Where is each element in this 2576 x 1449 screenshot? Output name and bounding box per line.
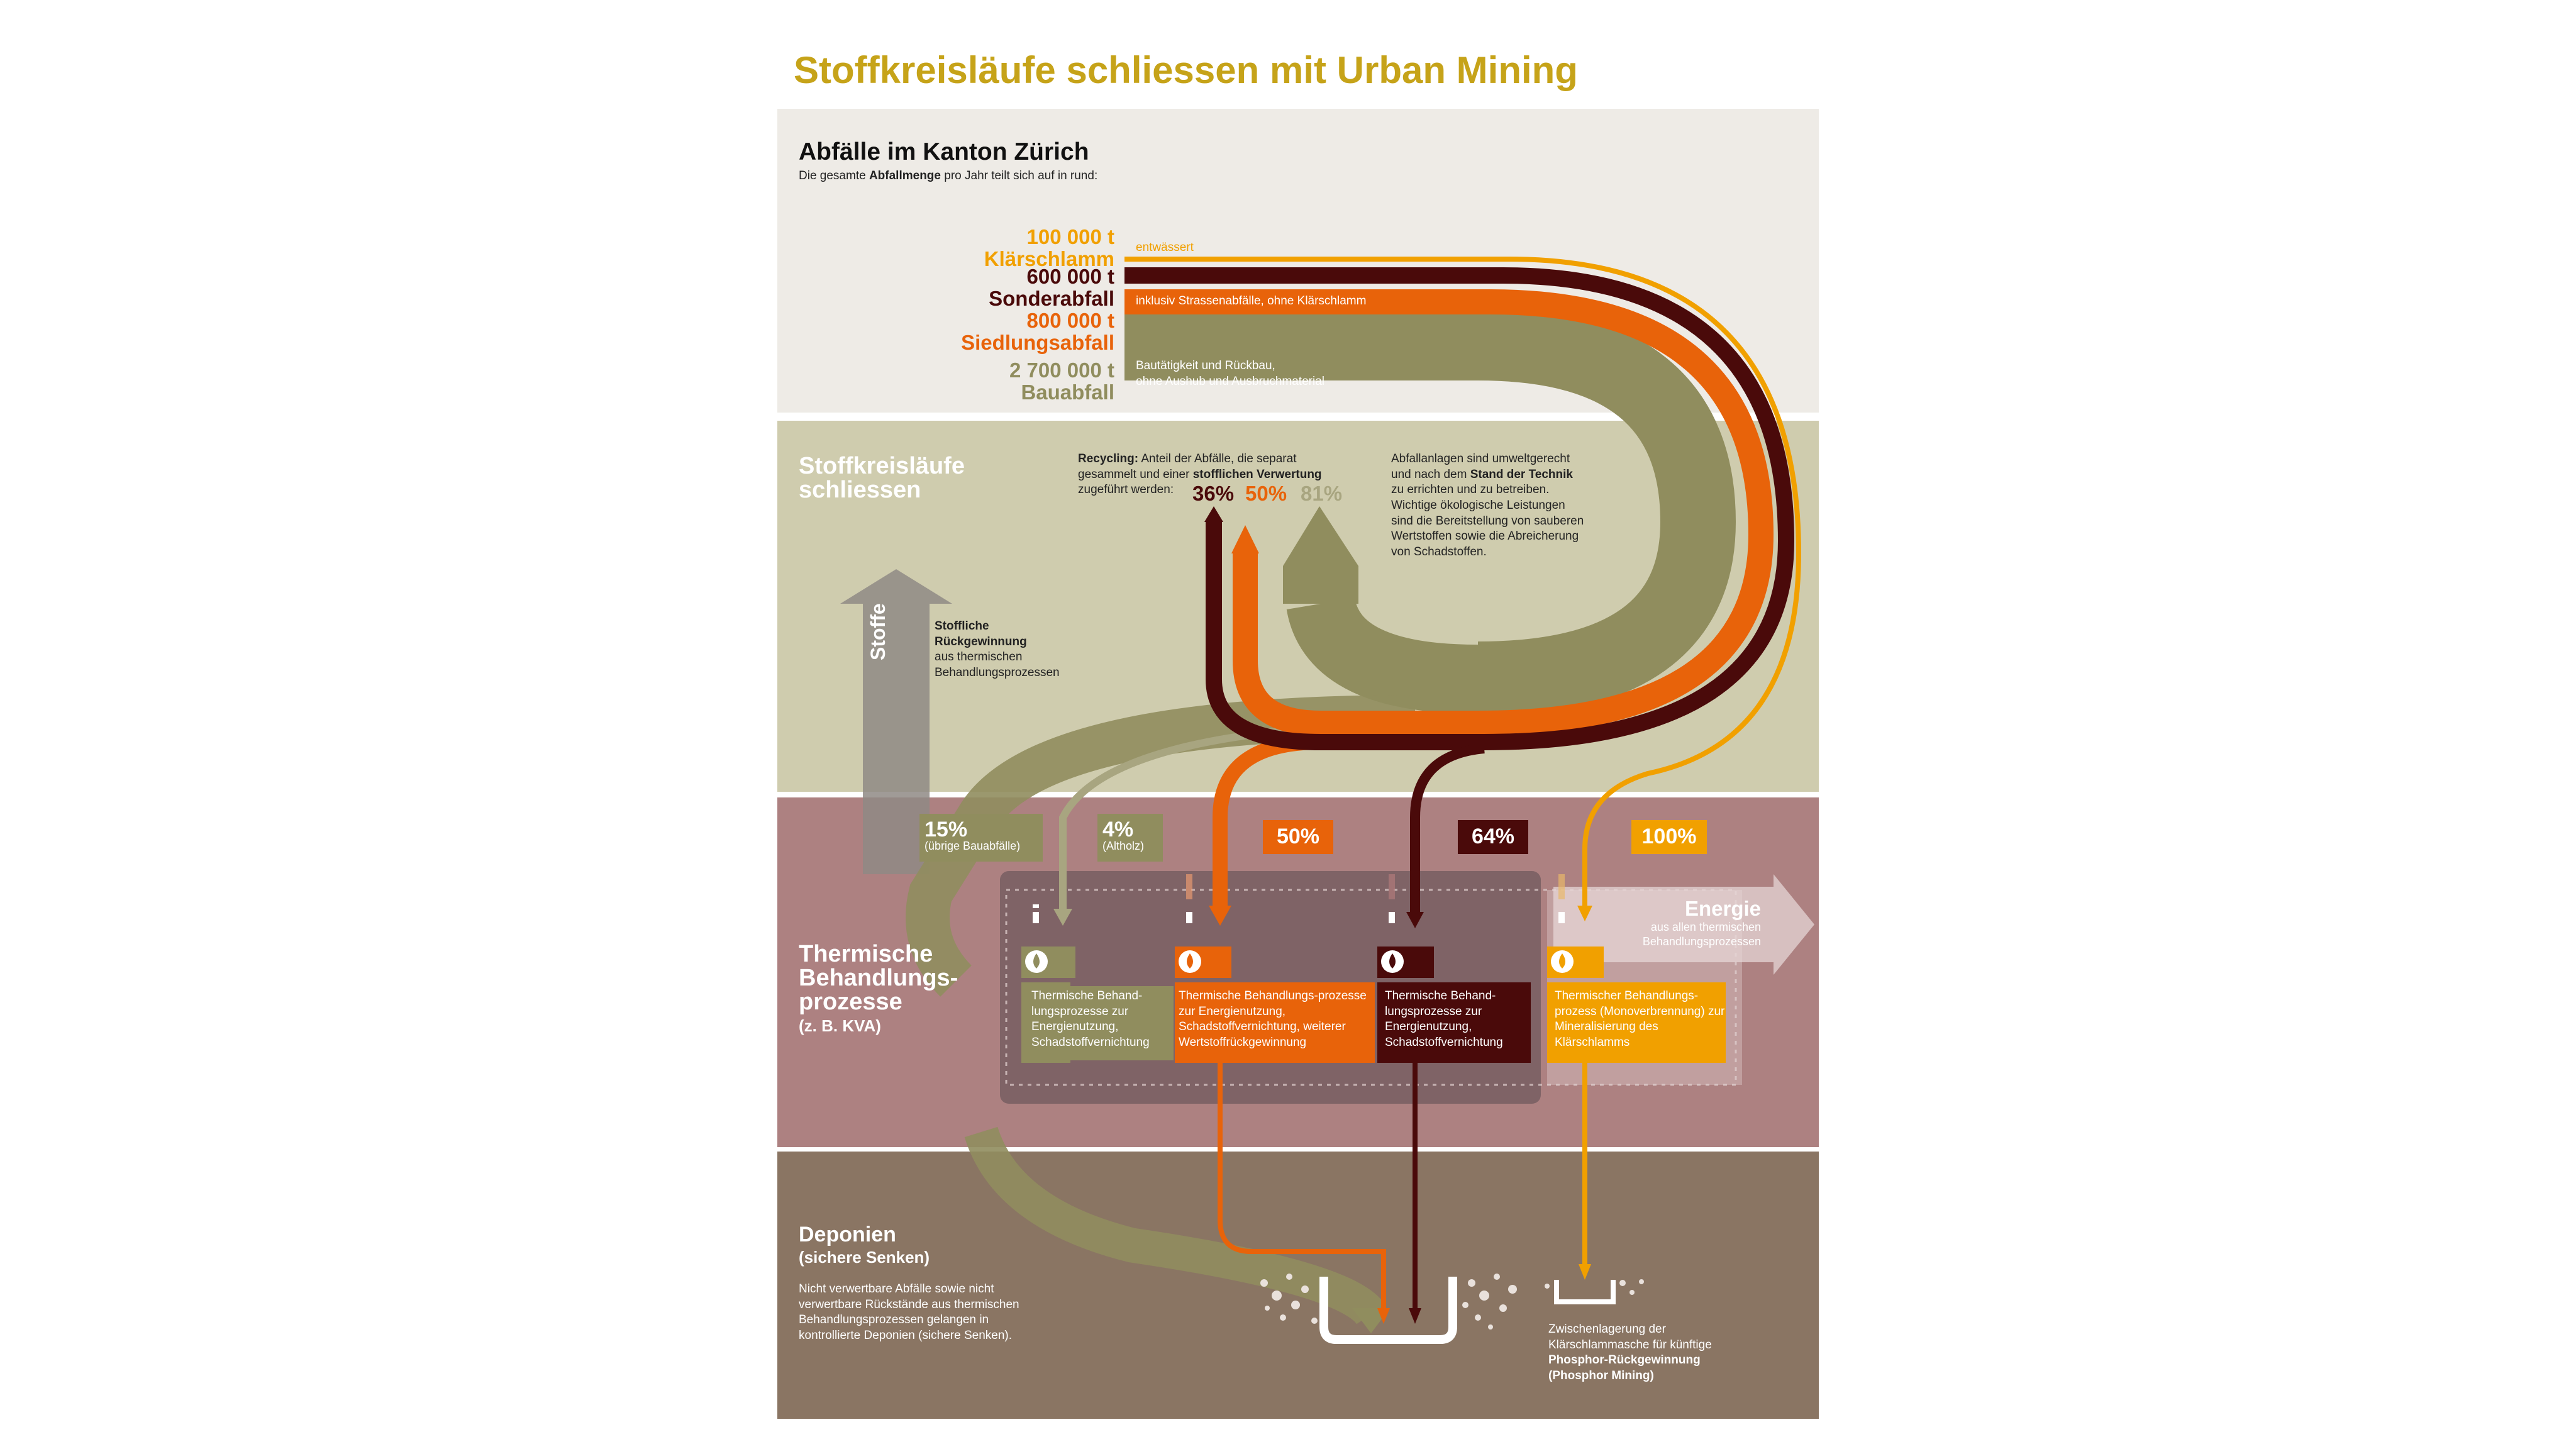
chimney-icons <box>1033 874 1565 923</box>
process-text-klaer: Thermischer Behandlungs-prozess (Monover… <box>1555 989 1725 1050</box>
badge-bg-50 <box>1263 820 1333 854</box>
section1-title: Abfälle im Kanton Zürich <box>799 138 1089 165</box>
badge-50: 50% <box>1276 824 1320 848</box>
note-klaerschlamm: entwässert <box>1136 241 1194 254</box>
badge-bg-100 <box>1631 820 1707 854</box>
pct-bau: 81% <box>1301 482 1343 505</box>
note-siedlungsabfall: inklusiv Strassenabfälle, ohne Klärschla… <box>1136 294 1367 308</box>
process-text-siedlung: Thermische Behandlungs-prozesse zur Ener… <box>1179 989 1367 1050</box>
process-text-bau: Thermische Behand-lungsprozesse zur Ener… <box>1028 986 1174 1060</box>
recycling-text: Recycling: Anteil der Abfälle, die separ… <box>1078 452 1322 497</box>
pct-sonder: 36% <box>1192 482 1235 505</box>
badge-bg-15 <box>919 814 1043 862</box>
badge-15: 15%(übrige Bauabfälle) <box>924 818 1021 852</box>
siedlungsabfall-stream <box>1124 289 1774 736</box>
process-box-klaer <box>1547 982 1726 1063</box>
note-bauabfall: Bautätigkeit und Rückbau,ohne Aushub und… <box>1136 359 1324 388</box>
badge-4: 4%(Altholz) <box>1102 818 1145 852</box>
section1-subtitle: Die gesamte Abfallmenge pro Jahr teilt s… <box>799 169 1098 182</box>
phosphor-storage-icon <box>1545 1279 1644 1304</box>
badge-64: 64% <box>1471 824 1515 848</box>
stoffe-arrow <box>840 569 952 874</box>
stoffe-label: Stoffe <box>867 603 889 660</box>
badge-bg-4 <box>1097 814 1163 862</box>
energie-arrow <box>1553 874 1814 975</box>
process-text-sonder: Thermische Behand-lungsprozesse zur Ener… <box>1385 989 1503 1050</box>
section4-title: Deponien(sichere Senken) <box>799 1223 930 1267</box>
pct-siedlung: 50% <box>1245 482 1287 505</box>
landfill-icon <box>1260 1274 1517 1344</box>
sonderabfall-stream <box>1124 267 1795 750</box>
badge-100: 100% <box>1641 824 1697 848</box>
klaerschlamm-stream <box>1124 257 1802 906</box>
page-title: Stoffkreisläufe schliessen mit Urban Min… <box>794 49 1578 91</box>
flame-icon <box>1025 950 1574 973</box>
process-box-sonder <box>1377 982 1531 1063</box>
badge-bg-64 <box>1458 820 1528 854</box>
process-box-siedlung <box>1175 982 1375 1063</box>
